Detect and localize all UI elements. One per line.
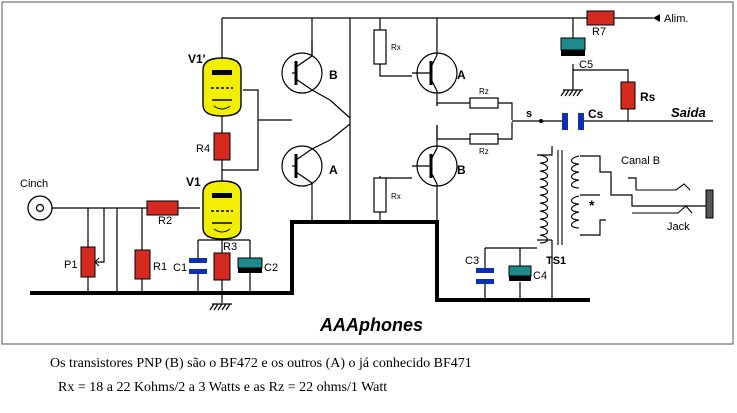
cinch-connector[interactable] [27,195,53,221]
tube-v1 [202,180,242,240]
alim-arrow-icon [653,14,660,22]
potentiometer-p1[interactable] [80,246,104,278]
note-transistors: Os transistores PNP (B) são o BF472 e os… [50,356,472,371]
note-resistors: Rx = 18 a 22 Kohms/2 a 3 Watts e as Rz =… [58,380,388,395]
rz-top-label: Rz [479,87,489,96]
type-b-top-label: B [329,68,338,82]
r3-label: R3 [223,241,237,253]
transistor-top-left-pnp [281,42,331,101]
r7-label: R7 [592,26,606,38]
v1-label: V1 [186,175,201,189]
resistor-r2 [146,200,179,216]
resistor-rx-bottom [373,177,387,213]
resistor-rs [620,81,636,110]
jack-connector[interactable] [632,183,714,219]
resistor-rz-top [469,97,499,109]
cs-label: Cs [588,107,604,121]
c1-label: C1 [173,262,187,274]
c2-label: C2 [264,262,278,274]
transistor-bottom-right-pnp [412,125,458,205]
type-a-bottom-left-label: A [329,163,338,177]
wires [50,17,713,303]
resistor-r3 [213,252,231,281]
ground-symbol-left [209,303,232,311]
resistor-r7 [586,10,615,26]
rx-top-label: Rx [391,43,401,52]
resistor-rz-bottom [469,133,499,145]
star-mark: * [589,197,595,213]
brand-label: AAAphones [319,315,423,335]
rs-label: Rs [640,90,656,104]
ts1-label: TS1 [546,255,566,267]
c5-label: C5 [579,59,593,71]
node-s-dot [539,119,543,123]
rx-bottom-label: Rx [391,192,401,201]
r1-label: R1 [153,261,167,273]
capacitor-cs [562,113,584,130]
canal-b-label: Canal B [621,155,660,167]
resistor-r4 [213,132,231,161]
tube-v1-prime [202,57,242,117]
type-b-bottom-right-label: B [457,163,466,177]
resistor-rx-top [373,29,387,65]
ground-symbol-right [560,89,583,97]
r2-label: R2 [158,215,172,227]
resistor-r1 [134,249,151,280]
capacitor-c2 [237,257,263,293]
v1-prime-label: V1' [188,52,206,66]
saida-label: Saida [671,105,706,120]
c3-label: C3 [465,255,479,267]
ground-bus [30,220,590,302]
r4-label: R4 [196,143,210,155]
capacitor-c1 [189,258,207,293]
rz-bottom-label: Rz [479,147,489,156]
capacitor-c4 [508,265,532,281]
jack-label: Jack [667,221,690,233]
alim-label: Alim. [664,13,688,25]
capacitor-c5 [560,37,586,56]
p1-label: P1 [64,259,77,271]
capacitor-c3 [476,268,494,284]
c4-label: C4 [533,270,547,282]
cinch-label: Cinch [20,178,48,190]
transformer-ts1 [539,150,580,245]
transistor-top-right-npn [412,40,458,106]
transistor-bottom-left-npn [281,139,331,200]
type-a-top-right-label: A [457,68,466,82]
node-s-label: s [526,108,532,120]
